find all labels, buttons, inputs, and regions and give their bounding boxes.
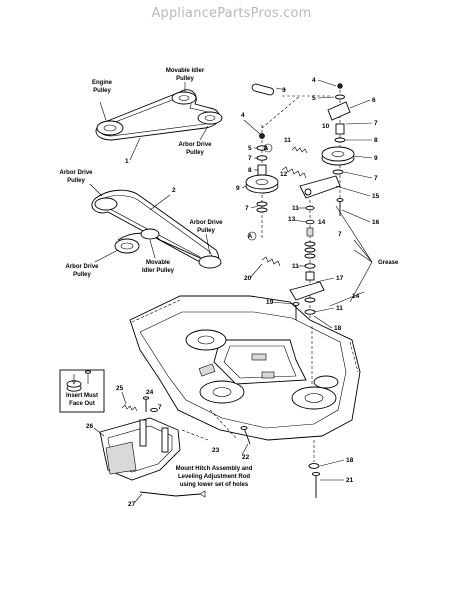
part-3-pin [251,83,275,96]
lower-right-parts [308,440,321,498]
grease-label: Grease [378,260,399,266]
movable-idler-pulley-shape [171,91,197,105]
callout-7-b: 7 [374,120,378,127]
callout-19: 19 [266,299,274,306]
callout-7-e: 7 [338,231,342,238]
callout-11-c: 11 [292,263,299,270]
engine-pulley-shape [96,120,124,136]
engine-pulley-label-1: Engine [92,80,113,86]
spindle-right [291,386,337,410]
callout-10: 10 [322,123,330,130]
mount-note-3: using lower set of holes [180,482,249,488]
callout-14-a: 14 [318,219,326,226]
callout-15: 15 [372,193,380,200]
insert-inset-box [59,369,105,413]
callout-14-b: 14 [352,293,360,300]
deck-outline [129,295,361,441]
arbor-drive-bottom-label-1: Arbor Drive [65,264,99,270]
callout-12: 12 [280,171,288,178]
callout-9-left: 9 [236,185,240,192]
belt-1-group [95,89,223,161]
mount-note-1: Mount Hitch Assembly and [176,466,253,472]
callout-17: 17 [336,275,344,282]
movable-idler-bottom-shape [140,228,160,240]
callout-16: 16 [372,219,380,226]
callout-20: 20 [244,275,252,282]
arbor-drive-pulley-shape [197,111,223,125]
callout-leaders [93,79,373,504]
callout-a-lower: A [248,234,253,240]
callout-5-left: 5 [248,145,252,152]
arbor-drive-right-label-1: Arbor Drive [189,220,223,226]
part-12-spring [281,166,307,179]
part-25-spring [121,404,138,412]
movable-idler-bottom-label-1: Movable [146,260,171,266]
callout-7-a: 7 [248,155,252,162]
arbor-drive-bottom-shape [114,238,140,254]
movable-idler-top-label-2: Pulley [176,76,194,82]
callout-9-right: 9 [374,155,378,162]
callout-22: 22 [242,454,250,461]
callout-13: 13 [288,216,296,223]
mount-note-2: Leveling Adjustment Rod [178,474,250,480]
arbor-drive-bottom-label-2: Pulley [73,272,91,278]
mower-deck [129,295,361,441]
arbor-drive-left-label-2: Pulley [67,178,85,184]
belt-2-group [91,189,222,269]
spindle-center [199,380,245,404]
label-leaders [89,82,211,263]
callout-7-d: 7 [245,205,249,212]
idler-assembly [245,83,355,320]
callout-8-right: 8 [374,137,378,144]
watermark-text: AppliancePartsPros.com [151,6,312,21]
callout-25: 25 [116,385,124,392]
callout-1: 1 [125,158,129,165]
callout-23: 23 [212,447,220,454]
arbor-drive-top-label-2: Pulley [186,150,204,156]
callout-24: 24 [146,389,154,396]
callout-11-a: 11 [284,137,291,144]
arbor-drive-right-shape [198,255,222,269]
callout-21: 21 [346,477,354,484]
callout-8-left: 8 [248,167,252,174]
movable-idler-top-label-1: Movable Idler [166,68,205,74]
callout-11-d: 11 [336,305,343,312]
movable-idler-bottom-label-2: Idler Pulley [142,268,175,274]
callout-4-left: 4 [241,112,245,119]
part-22-bolt [240,426,251,445]
callout-5-right: 5 [312,95,316,102]
part-20-spring [261,256,281,267]
part-17-arm [289,281,325,301]
callout-3: 3 [282,87,286,94]
callout-7-f: 7 [158,404,162,411]
callout-27: 27 [128,501,136,508]
callout-2: 2 [172,187,176,194]
callout-26: 26 [86,423,94,430]
arbor-drive-right-label-2: Pulley [197,228,215,234]
part-6-bracket [327,101,351,121]
callout-18-upper: 18 [334,325,342,332]
insert-note-2: Face Out [69,401,95,407]
callout-numbers: 1 2 3 4 4 5 5 6 7 7 7 7 7 7 8 8 9 9 10 1… [86,77,380,508]
text-labels: Engine Pulley Movable Idler Pulley Arbor… [59,68,399,488]
engine-pulley-label-2: Pulley [93,88,111,94]
insert-note-1: Insert Must [66,393,98,399]
spindle-left [185,329,227,351]
callout-4-right: 4 [312,77,316,84]
arbor-drive-left-shape [94,197,118,211]
callout-7-c: 7 [374,175,378,182]
arbor-drive-left-label-1: Arbor Drive [59,170,93,176]
callout-a-upper: A [264,146,269,152]
grease-bracket [329,205,373,307]
callout-18-lower: 18 [346,457,354,464]
hitch-assembly [99,396,237,498]
arbor-drive-top-label-1: Arbor Drive [178,142,212,148]
callout-6: 6 [372,97,376,104]
callout-11-b: 11 [292,205,299,212]
